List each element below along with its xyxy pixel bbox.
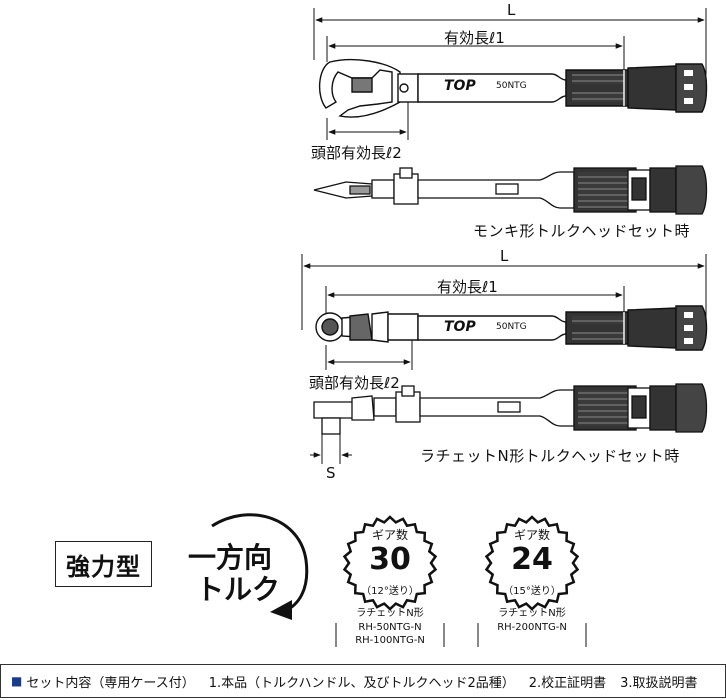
bottom-head-length-label: 頭部有効長ℓ2: [309, 374, 400, 392]
bottom-overall-length-label: L: [500, 247, 509, 265]
bottom-effective-length-label: 有効長ℓ1: [437, 278, 498, 296]
top-caption: モンキ形トルクヘッドセット時: [473, 222, 691, 240]
gear-badge-30: [335, 515, 445, 647]
gear1-model-line1: RH-50NTG-N: [358, 622, 422, 633]
brand-logo-top: TOP: [444, 78, 476, 94]
ratchet-wrench-side-view: [313, 383, 708, 435]
type-badge: 強力型: [55, 541, 152, 587]
monkey-wrench-side-view: [313, 165, 708, 215]
gear1-note: （12°送り）: [361, 586, 419, 597]
gear1-model: RH-50NTG-N RH-100NTG-N: [335, 621, 445, 647]
gear2-model: RH-200NTG-N: [497, 622, 567, 633]
gear2-header: ギア数: [513, 528, 550, 542]
gear1-model-line2: RH-100NTG-N: [355, 635, 425, 646]
gear2-kind: ラチェットN形: [498, 608, 566, 619]
model-bracket: [477, 623, 587, 647]
gear1-count: 30: [369, 542, 411, 577]
gear-outline: [342, 515, 438, 611]
model-bracket: [335, 623, 445, 647]
brand-logo-bottom: TOP: [444, 319, 476, 335]
bottom-caption: ラチェットN形トルクヘッドセット時: [420, 447, 680, 465]
gear-outline: [484, 515, 580, 611]
gear1-kind: ラチェットN形: [356, 608, 424, 619]
gear-badge-24: [477, 515, 587, 647]
monkey-wrench-top-view: [319, 58, 708, 118]
gear2-note: （15°送り）: [503, 586, 561, 597]
top-effective-length-label: 有効長ℓ1: [444, 29, 505, 47]
bottom-dimension-lines: [301, 254, 707, 464]
top-overall-length-label: L: [507, 1, 516, 19]
gear2-count: 24: [511, 542, 553, 577]
torque-direction-arrow: [211, 513, 309, 613]
footer-item-1: 1.本品（トルクハンドル、及びトルクヘッド2品種）: [208, 675, 515, 691]
gear1-header: ギア数: [371, 528, 408, 542]
model-mark-top: 50NTG: [496, 81, 527, 91]
square-bullet-icon: ■: [11, 674, 23, 688]
top-dimension-lines: [313, 8, 707, 140]
square-drive-label: S: [326, 464, 336, 482]
model-mark-bottom: 50NTG: [496, 322, 527, 332]
set-contents-title: セット内容（専用ケース付）: [26, 675, 195, 691]
arrow-head-icon: [270, 600, 292, 620]
set-contents-footer: ■ セット内容（専用ケース付） 1.本品（トルクハンドル、及びトルクヘッド2品種…: [0, 664, 726, 698]
top-head-length-label: 頭部有効長ℓ2: [311, 144, 402, 162]
ratchet-wrench-top-view: [315, 305, 708, 351]
torque-line-1: 一方向: [188, 541, 273, 574]
footer-item-3: 3.取扱説明書: [620, 675, 698, 691]
footer-item-2: 2.校正証明書: [528, 675, 607, 691]
torque-line-2: トルク: [196, 573, 281, 606]
